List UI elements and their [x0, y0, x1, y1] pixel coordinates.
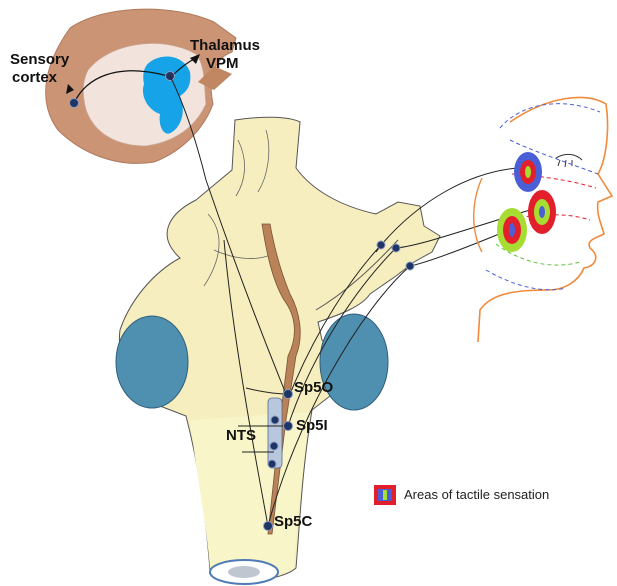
label-vpm: VPM — [206, 55, 239, 72]
target-ophthalmic-inner — [525, 166, 531, 178]
dermatome-outer — [500, 104, 600, 128]
legend: Areas of tactile sensation — [374, 485, 549, 505]
target-maxillary-inner — [539, 206, 545, 218]
ganglion-neuron — [406, 262, 414, 270]
label-sensory: Sensory — [10, 51, 70, 68]
ganglion-neuron — [377, 241, 385, 249]
nts-column — [268, 398, 282, 468]
label-sp5i: Sp5I — [296, 417, 328, 434]
left-cerebellar-peduncle — [116, 316, 188, 408]
nts-neuron — [268, 460, 276, 468]
legend-swatch — [374, 485, 396, 505]
legend-label: Areas of tactile sensation — [404, 487, 549, 502]
label-nts: NTS — [226, 427, 256, 444]
label-cortex: cortex — [12, 69, 58, 86]
label-sp5c: Sp5C — [274, 513, 313, 530]
spinal-cord-gray — [228, 566, 260, 578]
sp5i-neuron — [284, 422, 293, 431]
label-sp5o: Sp5O — [294, 379, 334, 396]
brain-section — [46, 9, 236, 163]
ganglion-neuron — [392, 244, 400, 252]
dermatome-mandibular — [486, 270, 566, 290]
tactile-targets — [497, 152, 556, 252]
cortex-neuron — [70, 99, 79, 108]
nts-neuron — [271, 416, 279, 424]
eye-outline — [556, 154, 582, 160]
nts-neuron — [270, 442, 278, 450]
target-mandibular-inner — [509, 223, 515, 237]
sp5c-neuron — [264, 522, 273, 531]
sp5o-neuron — [284, 390, 293, 399]
label-thalamus: Thalamus — [190, 37, 260, 54]
